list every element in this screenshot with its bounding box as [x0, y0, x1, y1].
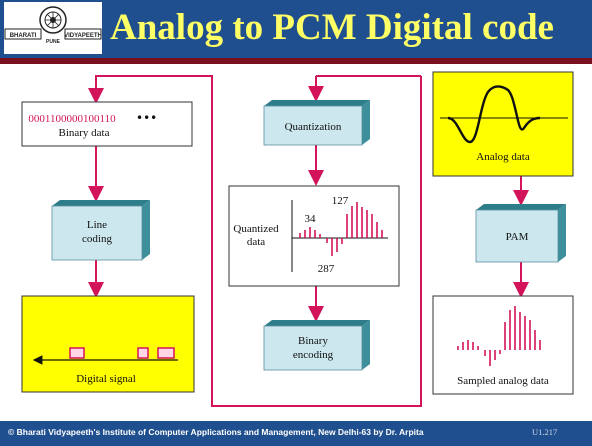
quantization-label: Quantization	[285, 121, 342, 133]
quantized-label-2: data	[247, 236, 265, 248]
quantized-data-box	[228, 185, 400, 287]
pam-label: PAM	[506, 231, 529, 243]
connector-pam-to-line	[88, 75, 422, 407]
digital-signal-panel	[21, 295, 195, 393]
quantized-label-1: Quantized	[233, 223, 279, 235]
quant-value-top: 127	[332, 195, 349, 207]
slide-title: Analog to PCM Digital code	[110, 7, 554, 48]
slide-number: U1.217	[532, 427, 558, 437]
analog-data-label: Analog data	[476, 151, 530, 163]
line-coding-label-2: coding	[82, 233, 112, 245]
logo-right-text: VIDYAPEETH	[64, 33, 102, 39]
binary-encoding-label-2: encoding	[293, 349, 334, 361]
binary-ellipsis: •••	[136, 111, 157, 125]
analog-waveform	[440, 85, 568, 144]
logo-bottom-text: PUNE	[46, 39, 61, 45]
binary-data-label: Binary data	[58, 127, 109, 139]
digital-signal-label: Digital signal	[76, 373, 136, 385]
logo-left-text: BHARATI	[10, 33, 37, 39]
institute-logo: BHARATI VIDYAPEETH PUNE	[4, 2, 102, 54]
sampled-pulses	[457, 306, 541, 366]
line-coding-label-1: Line	[87, 219, 107, 231]
pcm-flow-diagram: 0001100000100110 ••• Binary data Line co…	[21, 71, 574, 407]
pam-block: PAM	[475, 204, 566, 263]
title-stripe	[0, 58, 592, 64]
quant-value-bottom: 287	[318, 263, 335, 275]
binary-encoding-block: Binary encoding	[263, 320, 370, 371]
sampled-label: Sampled analog data	[457, 375, 549, 387]
quant-value-left: 34	[305, 213, 317, 225]
sampled-data-box	[432, 295, 574, 395]
footer-bar: © Bharati Vidyapeeth's Institute of Comp…	[0, 421, 592, 446]
flow-lines	[88, 75, 529, 407]
binary-encoding-label-1: Binary	[298, 335, 328, 347]
title-bar: BHARATI VIDYAPEETH PUNE Analog to PCM Di…	[0, 0, 592, 58]
binary-data-box	[21, 101, 193, 147]
digital-signal-waveform	[32, 347, 178, 365]
quantized-samples	[299, 202, 383, 256]
quantization-block: Quantization	[263, 100, 370, 146]
line-coding-block: Line coding	[51, 200, 150, 261]
footer-credit: © Bharati Vidyapeeth's Institute of Comp…	[8, 427, 424, 437]
logo-emblem: BHARATI VIDYAPEETH PUNE	[4, 6, 102, 45]
binary-bits: 0001100000100110	[28, 113, 116, 125]
